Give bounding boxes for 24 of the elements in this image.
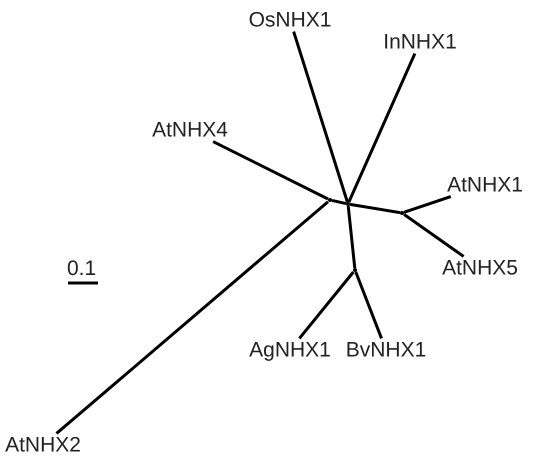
branch-point xyxy=(328,198,332,202)
branch-line xyxy=(348,52,416,203)
branch-point xyxy=(353,268,357,272)
taxon-label: AtNHX4 xyxy=(152,118,228,142)
taxon-label: AtNHX2 xyxy=(5,433,81,457)
branch-line xyxy=(212,140,329,200)
branch-line xyxy=(298,271,355,340)
taxon-label: AtNHX5 xyxy=(442,256,518,280)
branch-point xyxy=(400,211,404,215)
scale-value: 0.1 xyxy=(67,257,96,280)
branch-line xyxy=(332,198,346,206)
branch-line xyxy=(354,271,383,339)
branch-line xyxy=(403,213,464,258)
taxon-label: InNHX1 xyxy=(383,30,457,54)
branch-line xyxy=(404,195,452,214)
branch-line xyxy=(350,202,400,214)
taxon-label: OsNHX1 xyxy=(248,8,332,32)
branch-line xyxy=(346,206,356,268)
taxon-label: AgNHX1 xyxy=(249,338,331,362)
branch-line xyxy=(292,31,349,202)
taxon-label: BvNHX1 xyxy=(346,338,426,362)
branch-point xyxy=(346,202,350,206)
taxon-label: AtNHX1 xyxy=(447,173,523,197)
branch-line xyxy=(56,200,329,435)
